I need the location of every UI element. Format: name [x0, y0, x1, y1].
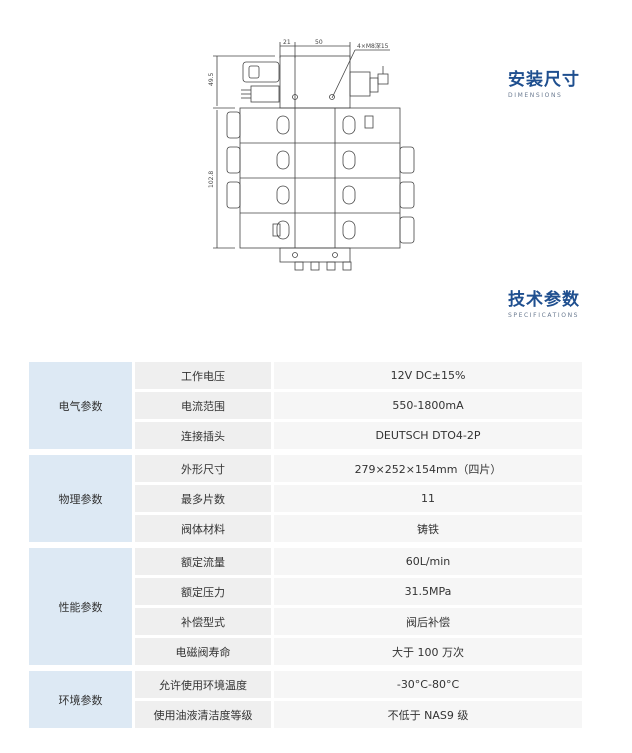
section-title-cn: 安装尺寸	[508, 70, 580, 90]
spec-value: 31.5MPa	[274, 578, 582, 605]
spec-value: 铸铁	[274, 515, 582, 542]
spec-row: 外形尺寸 279×252×154mm（四片）	[135, 455, 582, 482]
spec-group-label: 电气参数	[29, 362, 132, 449]
spec-value: 60L/min	[274, 548, 582, 575]
spec-name: 使用油液清洁度等级	[135, 701, 271, 728]
spec-group-performance: 性能参数 额定流量 60L/min 额定压力 31.5MPa 补偿型式 阀后补偿…	[29, 548, 582, 665]
spec-name: 额定流量	[135, 548, 271, 575]
spec-row: 额定流量 60L/min	[135, 548, 582, 575]
spec-row: 阀体材料 铸铁	[135, 515, 582, 542]
spec-name: 额定压力	[135, 578, 271, 605]
specs-table: 电气参数 工作电压 12V DC±15% 电流范围 550-1800mA 连接插…	[29, 362, 582, 734]
spec-group-physical: 物理参数 外形尺寸 279×252×154mm（四片） 最多片数 11 阀体材料…	[29, 455, 582, 542]
dim-top-a: 21	[283, 39, 291, 46]
spec-row: 电流范围 550-1800mA	[135, 392, 582, 419]
valve-drawing-svg: 21 50 4×M8深15 49.5 102.8	[208, 39, 415, 271]
spec-row: 使用油液清洁度等级 不低于 NAS9 级	[135, 701, 582, 728]
section-heading-specifications: 技术参数 SPECIFICATIONS	[508, 290, 580, 320]
spec-rows: 工作电压 12V DC±15% 电流范围 550-1800mA 连接插头 DEU…	[135, 362, 582, 449]
dim-hole: 4×M8深15	[357, 42, 389, 50]
spec-row: 连接插头 DEUTSCH DTO4-2P	[135, 422, 582, 449]
spec-value: 阀后补偿	[274, 608, 582, 635]
dim-top-b: 50	[315, 39, 323, 46]
spec-value: 不低于 NAS9 级	[274, 701, 582, 728]
section-heading-dimensions: 安装尺寸 DIMENSIONS	[508, 70, 580, 100]
spec-name: 连接插头	[135, 422, 271, 449]
spec-row: 补偿型式 阀后补偿	[135, 608, 582, 635]
spec-name: 外形尺寸	[135, 455, 271, 482]
spec-group-environment: 环境参数 允许使用环境温度 -30°C-80°C 使用油液清洁度等级 不低于 N…	[29, 671, 582, 728]
spec-row: 最多片数 11	[135, 485, 582, 512]
dim-left-top: 49.5	[208, 72, 215, 86]
spec-value: -30°C-80°C	[274, 671, 582, 698]
spec-name: 允许使用环境温度	[135, 671, 271, 698]
spec-group-label: 性能参数	[29, 548, 132, 665]
spec-rows: 允许使用环境温度 -30°C-80°C 使用油液清洁度等级 不低于 NAS9 级	[135, 671, 582, 728]
spec-name: 电流范围	[135, 392, 271, 419]
spec-row: 工作电压 12V DC±15%	[135, 362, 582, 389]
spec-value: 279×252×154mm（四片）	[274, 455, 582, 482]
spec-value: 12V DC±15%	[274, 362, 582, 389]
spec-value: 11	[274, 485, 582, 512]
spec-rows: 外形尺寸 279×252×154mm（四片） 最多片数 11 阀体材料 铸铁	[135, 455, 582, 542]
spec-row: 额定压力 31.5MPa	[135, 578, 582, 605]
spec-rows: 额定流量 60L/min 额定压力 31.5MPa 补偿型式 阀后补偿 电磁阀寿…	[135, 548, 582, 665]
dim-left-main: 102.8	[208, 171, 215, 188]
valve-dimension-drawing: 21 50 4×M8深15 49.5 102.8	[195, 38, 440, 278]
spec-value: 550-1800mA	[274, 392, 582, 419]
spec-name: 电磁阀寿命	[135, 638, 271, 665]
spec-name: 补偿型式	[135, 608, 271, 635]
spec-name: 最多片数	[135, 485, 271, 512]
spec-row: 允许使用环境温度 -30°C-80°C	[135, 671, 582, 698]
spec-group-electrical: 电气参数 工作电压 12V DC±15% 电流范围 550-1800mA 连接插…	[29, 362, 582, 449]
spec-value: 大于 100 万次	[274, 638, 582, 665]
section-title-en: DIMENSIONS	[508, 92, 563, 99]
spec-group-label: 环境参数	[29, 671, 132, 728]
spec-value: DEUTSCH DTO4-2P	[274, 422, 582, 449]
spec-name: 工作电压	[135, 362, 271, 389]
spec-group-label: 物理参数	[29, 455, 132, 542]
section-title-en: SPECIFICATIONS	[508, 312, 580, 319]
spec-row: 电磁阀寿命 大于 100 万次	[135, 638, 582, 665]
spec-name: 阀体材料	[135, 515, 271, 542]
section-title-cn: 技术参数	[508, 290, 580, 310]
